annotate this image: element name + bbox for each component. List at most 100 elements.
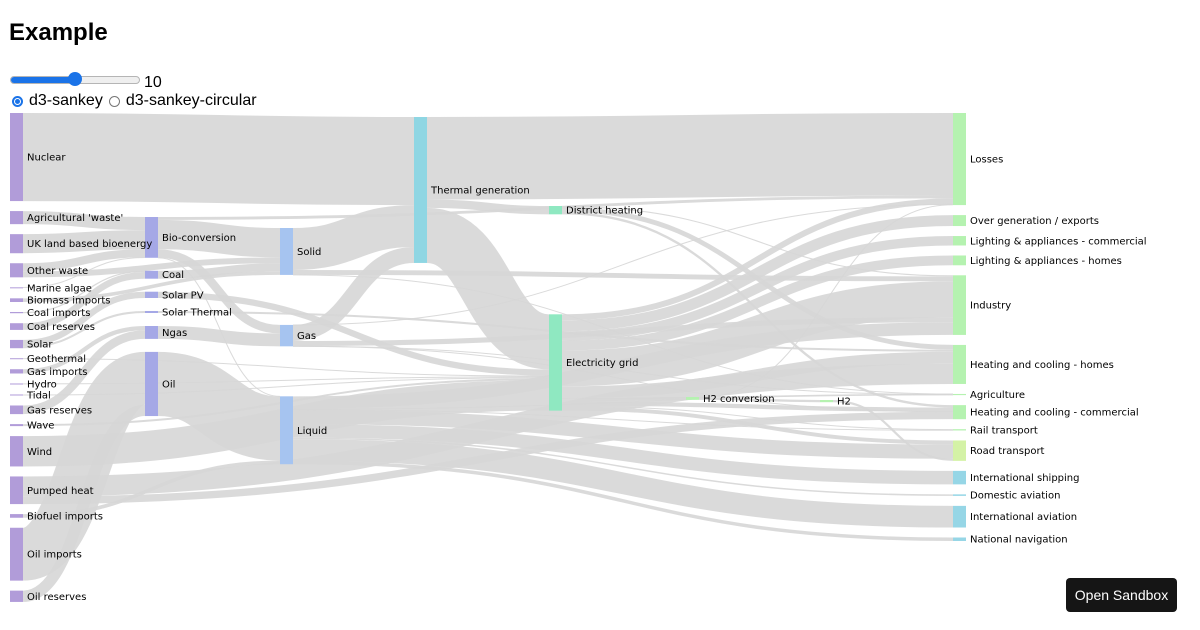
sankey-node[interactable] <box>953 494 966 496</box>
radio-d3-sankey-circular[interactable] <box>108 95 120 107</box>
sankey-node[interactable] <box>953 505 966 528</box>
sankey-link <box>22 271 146 330</box>
sankey-node-label: Solar <box>27 340 53 351</box>
sankey-link <box>22 271 281 302</box>
sankey-node[interactable] <box>953 440 966 461</box>
sankey-node[interactable] <box>10 394 23 396</box>
sankey-node[interactable] <box>145 326 158 339</box>
sankey-node[interactable] <box>549 314 562 411</box>
sankey-link <box>561 406 954 445</box>
sankey-node[interactable] <box>10 436 23 467</box>
sankey-node[interactable] <box>686 397 699 400</box>
sankey-node[interactable] <box>10 234 23 254</box>
sankey-node[interactable] <box>10 298 23 302</box>
sankey-node[interactable] <box>10 358 23 360</box>
sankey-node-label: Other waste <box>27 266 88 277</box>
sankey-node-label: Industry <box>970 301 1011 312</box>
sankey-links <box>18 112 954 602</box>
sankey-link <box>22 211 146 231</box>
sankey-node[interactable] <box>549 206 562 215</box>
sankey-node[interactable] <box>820 400 833 403</box>
layout-radio-group: d3-sankey d3-sankey-circular <box>12 92 263 110</box>
sankey-link <box>292 460 954 541</box>
sankey-node[interactable] <box>10 323 23 330</box>
sankey-link <box>157 249 281 334</box>
sankey-node[interactable] <box>10 339 23 349</box>
sankey-link <box>22 326 146 374</box>
sankey-link <box>157 263 281 279</box>
sankey-node-label: Losses <box>970 155 1003 166</box>
sankey-node-label: Gas <box>297 331 316 342</box>
sankey-node[interactable] <box>10 514 23 518</box>
sankey-node[interactable] <box>145 217 158 258</box>
sankey-link <box>292 424 954 485</box>
sankey-node-label: Lighting & appliances - homes <box>970 256 1122 267</box>
sankey-node-label: Domestic aviation <box>970 491 1060 502</box>
sankey-node[interactable] <box>953 255 966 266</box>
sankey-node[interactable] <box>953 344 966 384</box>
sankey-node[interactable] <box>10 369 23 374</box>
sankey-node[interactable] <box>10 527 23 581</box>
slider-value: 10 <box>144 74 162 91</box>
sankey-nodes <box>10 113 966 602</box>
sankey-node-label: Rail transport <box>970 425 1038 436</box>
sankey-node[interactable] <box>10 405 23 415</box>
sankey-link <box>292 345 954 413</box>
sankey-link <box>561 206 954 277</box>
sankey-link <box>22 330 146 415</box>
sankey-node[interactable] <box>280 324 293 347</box>
sankey-node[interactable] <box>10 311 23 314</box>
sankey-node[interactable] <box>414 117 427 263</box>
sankey-node[interactable] <box>10 113 23 202</box>
sankey-node[interactable] <box>953 429 966 431</box>
sankey-node[interactable] <box>280 396 293 465</box>
sankey-node[interactable] <box>10 211 23 225</box>
sankey-node[interactable] <box>10 590 23 602</box>
sankey-node[interactable] <box>10 263 23 278</box>
sankey-node[interactable] <box>953 537 966 541</box>
sankey-link <box>561 198 954 321</box>
slider-thumb[interactable] <box>68 72 82 86</box>
sankey-node[interactable] <box>10 287 23 289</box>
sankey-node[interactable] <box>145 310 158 314</box>
sankey-node-label: Heating and cooling - commercial <box>970 408 1139 419</box>
open-sandbox-button[interactable]: Open Sandbox <box>1066 578 1177 612</box>
sankey-node[interactable] <box>10 383 23 385</box>
sankey-link <box>292 203 954 326</box>
sankey-node-label: Coal <box>162 270 184 281</box>
sankey-node[interactable] <box>145 270 158 279</box>
sankey-node-label: Wave <box>27 421 54 432</box>
sankey-node[interactable] <box>953 470 966 485</box>
sankey-link <box>157 219 281 258</box>
sankey-node[interactable] <box>953 113 966 206</box>
sankey-node[interactable] <box>145 291 158 298</box>
sankey-node[interactable] <box>280 228 293 275</box>
node-padding-slider[interactable] <box>10 72 140 86</box>
sankey-node-label: Agriculture <box>970 390 1025 401</box>
sankey-node-label: Oil imports <box>27 550 82 561</box>
radio-label-d3-sankey-circular: d3-sankey-circular <box>125 92 257 109</box>
sankey-node[interactable] <box>953 215 966 227</box>
sankey-node-label: Tidal <box>26 390 51 401</box>
sankey-node[interactable] <box>953 275 966 335</box>
radio-d3-sankey[interactable] <box>12 95 23 107</box>
sankey-node[interactable] <box>953 393 966 396</box>
sankey-node-label: H2 <box>837 397 851 408</box>
sankey-node[interactable] <box>10 476 23 505</box>
sankey-link <box>426 199 550 215</box>
sankey-node-label: Hydro <box>27 379 57 390</box>
sankey-node-label: Over generation / exports <box>970 216 1099 227</box>
sankey-node[interactable] <box>145 351 158 417</box>
sankey-node-label: Oil reserves <box>27 592 86 603</box>
sankey-link <box>22 230 146 254</box>
sankey-link <box>22 113 415 206</box>
sankey-node-label: Gas reserves <box>27 405 92 416</box>
node-padding-slider-row: 10 <box>10 71 162 91</box>
sankey-node-label: Solar PV <box>162 290 204 301</box>
sankey-node-label: Heating and cooling - homes <box>970 360 1114 371</box>
sankey-node[interactable] <box>10 424 23 427</box>
sankey-node[interactable] <box>953 236 966 246</box>
sankey-node[interactable] <box>953 405 966 420</box>
sankey-link <box>292 317 954 347</box>
